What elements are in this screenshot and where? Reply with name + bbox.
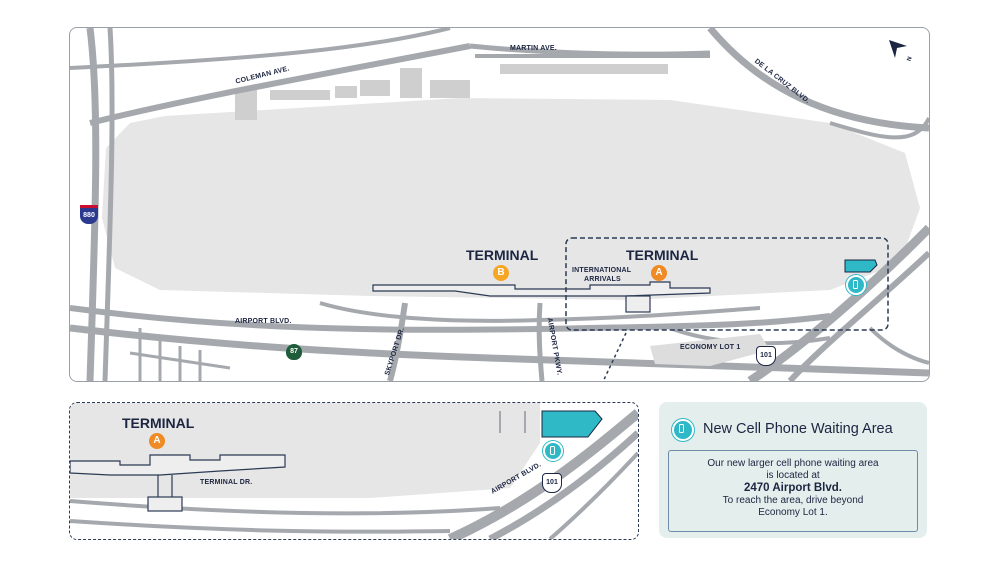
airfield-area bbox=[102, 98, 920, 300]
road-label-economy-lot: ECONOMY LOT 1 bbox=[680, 344, 741, 351]
terminal-concourse bbox=[372, 281, 711, 297]
road-label-airport-blvd: AIRPORT BLVD. bbox=[235, 318, 292, 325]
road-airport-blvd bbox=[70, 305, 831, 333]
legend-line-3: To reach the area, drive beyond bbox=[722, 495, 864, 506]
terminal-b-badge: B bbox=[493, 265, 509, 281]
label-intl-arrivals-1: INTERNATIONAL bbox=[572, 267, 632, 274]
road-delacruz bbox=[707, 28, 929, 132]
road-sr87 bbox=[70, 324, 929, 377]
legend-panel: New Cell Phone Waiting Area Our new larg… bbox=[659, 402, 927, 538]
terminal-b-label: TERMINAL bbox=[466, 247, 539, 263]
road-airport-pkwy bbox=[536, 302, 545, 381]
zoom-connector bbox=[602, 332, 627, 381]
detail-cell-phone-icon bbox=[543, 441, 563, 461]
legend-line-1: Our new larger cell phone waiting area bbox=[707, 458, 879, 469]
road-coleman bbox=[89, 43, 471, 126]
legend-line-2: is located at bbox=[766, 470, 820, 481]
main-map-graphic bbox=[70, 28, 929, 381]
terminal-a-label: TERMINAL bbox=[626, 247, 699, 263]
label-intl-arrivals-2: ARRIVALS bbox=[584, 276, 621, 283]
detail-map: TERMINAL A TERMINAL DR. AIRPORT BLVD. 10… bbox=[69, 402, 639, 540]
sr87-shield: 87 bbox=[286, 344, 302, 360]
legend-title: New Cell Phone Waiting Area bbox=[703, 421, 893, 437]
road-network bbox=[70, 28, 929, 381]
road-label-martin: MARTIN AVE. bbox=[510, 45, 557, 52]
detail-terminal-a-label: TERMINAL bbox=[122, 415, 195, 431]
legend-address: 2470 Airport Blvd. bbox=[744, 482, 842, 494]
road-skyport bbox=[387, 302, 408, 381]
detail-us101-shield: 101 bbox=[542, 473, 562, 493]
us101-shield: 101 bbox=[756, 346, 776, 366]
zoom-area bbox=[565, 237, 889, 331]
detail-concourse bbox=[70, 454, 286, 476]
road-i880 bbox=[86, 28, 100, 381]
terminal-a-badge: A bbox=[651, 265, 667, 281]
detail-map-graphic bbox=[70, 403, 638, 539]
detail-cell-lot-area bbox=[541, 410, 603, 438]
i880-shield: 880 bbox=[80, 205, 98, 224]
road-us101 bbox=[747, 224, 929, 381]
legend-cell-phone-icon bbox=[672, 419, 694, 441]
legend-line-4: Economy Lot 1. bbox=[758, 507, 828, 518]
legend-description: Our new larger cell phone waiting area i… bbox=[668, 450, 918, 532]
economy-lot-area bbox=[650, 334, 770, 366]
detail-terminal-a-badge: A bbox=[149, 433, 165, 449]
main-map: MARTIN AVE. COLEMAN AVE. DE LA CRUZ BLVD… bbox=[69, 27, 930, 382]
cell-lot-area bbox=[844, 259, 878, 273]
north-buildings bbox=[235, 64, 668, 120]
compass-arrow-icon bbox=[889, 40, 907, 58]
detail-road-label-terminal-dr: TERMINAL DR. bbox=[200, 479, 253, 486]
detail-airfield bbox=[70, 403, 540, 498]
cell-phone-icon bbox=[846, 275, 866, 295]
